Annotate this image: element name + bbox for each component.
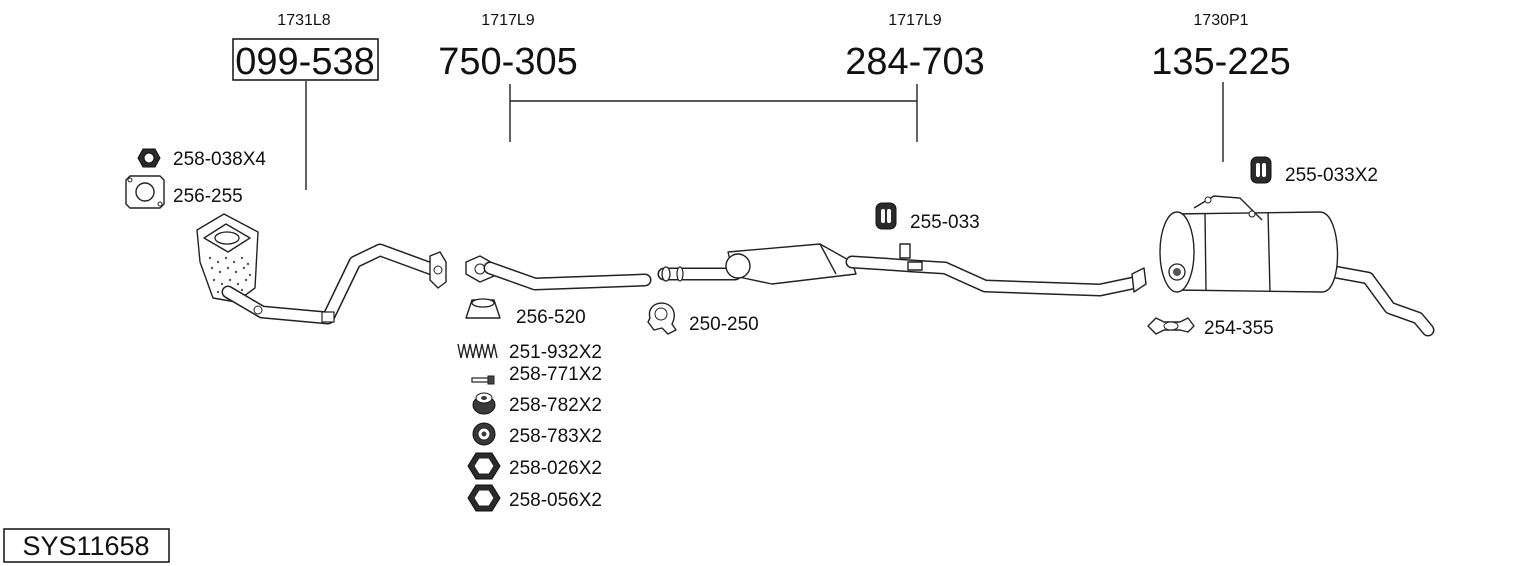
part-number-rear-silencer[interactable]: 135-225: [1151, 41, 1290, 83]
group-code-catalyst: 1731L8: [277, 12, 330, 29]
part-number-middle-silencer[interactable]: 284-703: [845, 41, 984, 83]
flange-gasket-icon: [125, 175, 165, 209]
catalyst-part-box: [232, 38, 379, 81]
part-label-258-026[interactable]: 258-026X2: [509, 458, 602, 479]
pipe-clamp-icon: [647, 302, 677, 335]
part-label-251-932[interactable]: 251-932X2: [509, 342, 602, 363]
catalyst-outlet-pipe: [221, 243, 447, 325]
system-id-label: SYS11658: [22, 531, 149, 561]
group-code-front-pipe: 1717L9: [481, 12, 534, 29]
part-label-256-520[interactable]: 256-520: [516, 307, 586, 328]
middle-silencer-drawing: [657, 243, 1147, 297]
group-code-rear-silencer: 1730P1: [1193, 12, 1248, 29]
rear-silencer-drawing: [1159, 195, 1435, 337]
part-label-258-038[interactable]: 258-038X4: [173, 149, 266, 170]
part-label-258-771[interactable]: 258-771X2: [509, 364, 602, 385]
rubber-hanger-icon-2: [1250, 156, 1272, 184]
part-label-250-250[interactable]: 250-250: [689, 314, 759, 335]
part-label-254-355[interactable]: 254-355: [1204, 318, 1274, 339]
washer-icon: [472, 422, 496, 446]
bolt-icon: [471, 375, 495, 385]
spring-icon: [457, 343, 498, 359]
part-label-256-255[interactable]: 256-255: [173, 186, 243, 207]
flange-nut-icon: [137, 148, 161, 168]
rubber-hanger-icon: [875, 202, 897, 230]
part-label-258-782[interactable]: 258-782X2: [509, 395, 602, 416]
part-number-catalyst[interactable]: 099-538: [235, 41, 374, 83]
part-label-255-033x2[interactable]: 255-033X2: [1285, 165, 1378, 186]
band-clamp-icon: [1147, 317, 1195, 335]
part-label-255-033[interactable]: 255-033: [910, 212, 980, 233]
front-pipe-drawing: [465, 255, 652, 291]
catalytic-converter-drawing: [196, 213, 259, 303]
hex-nut-icon: [467, 452, 501, 480]
group-code-middle-silencer: 1717L9: [888, 12, 941, 29]
system-id-box: [3, 528, 170, 563]
bushing-icon: [472, 392, 496, 415]
part-number-front-pipe[interactable]: 750-305: [438, 41, 577, 83]
bracket-line-front-middle: [509, 84, 918, 142]
part-label-258-056[interactable]: 258-056X2: [509, 490, 602, 511]
hex-nut-icon-2: [467, 484, 501, 512]
sealing-ring-icon: [465, 298, 501, 319]
part-label-258-783[interactable]: 258-783X2: [509, 426, 602, 447]
